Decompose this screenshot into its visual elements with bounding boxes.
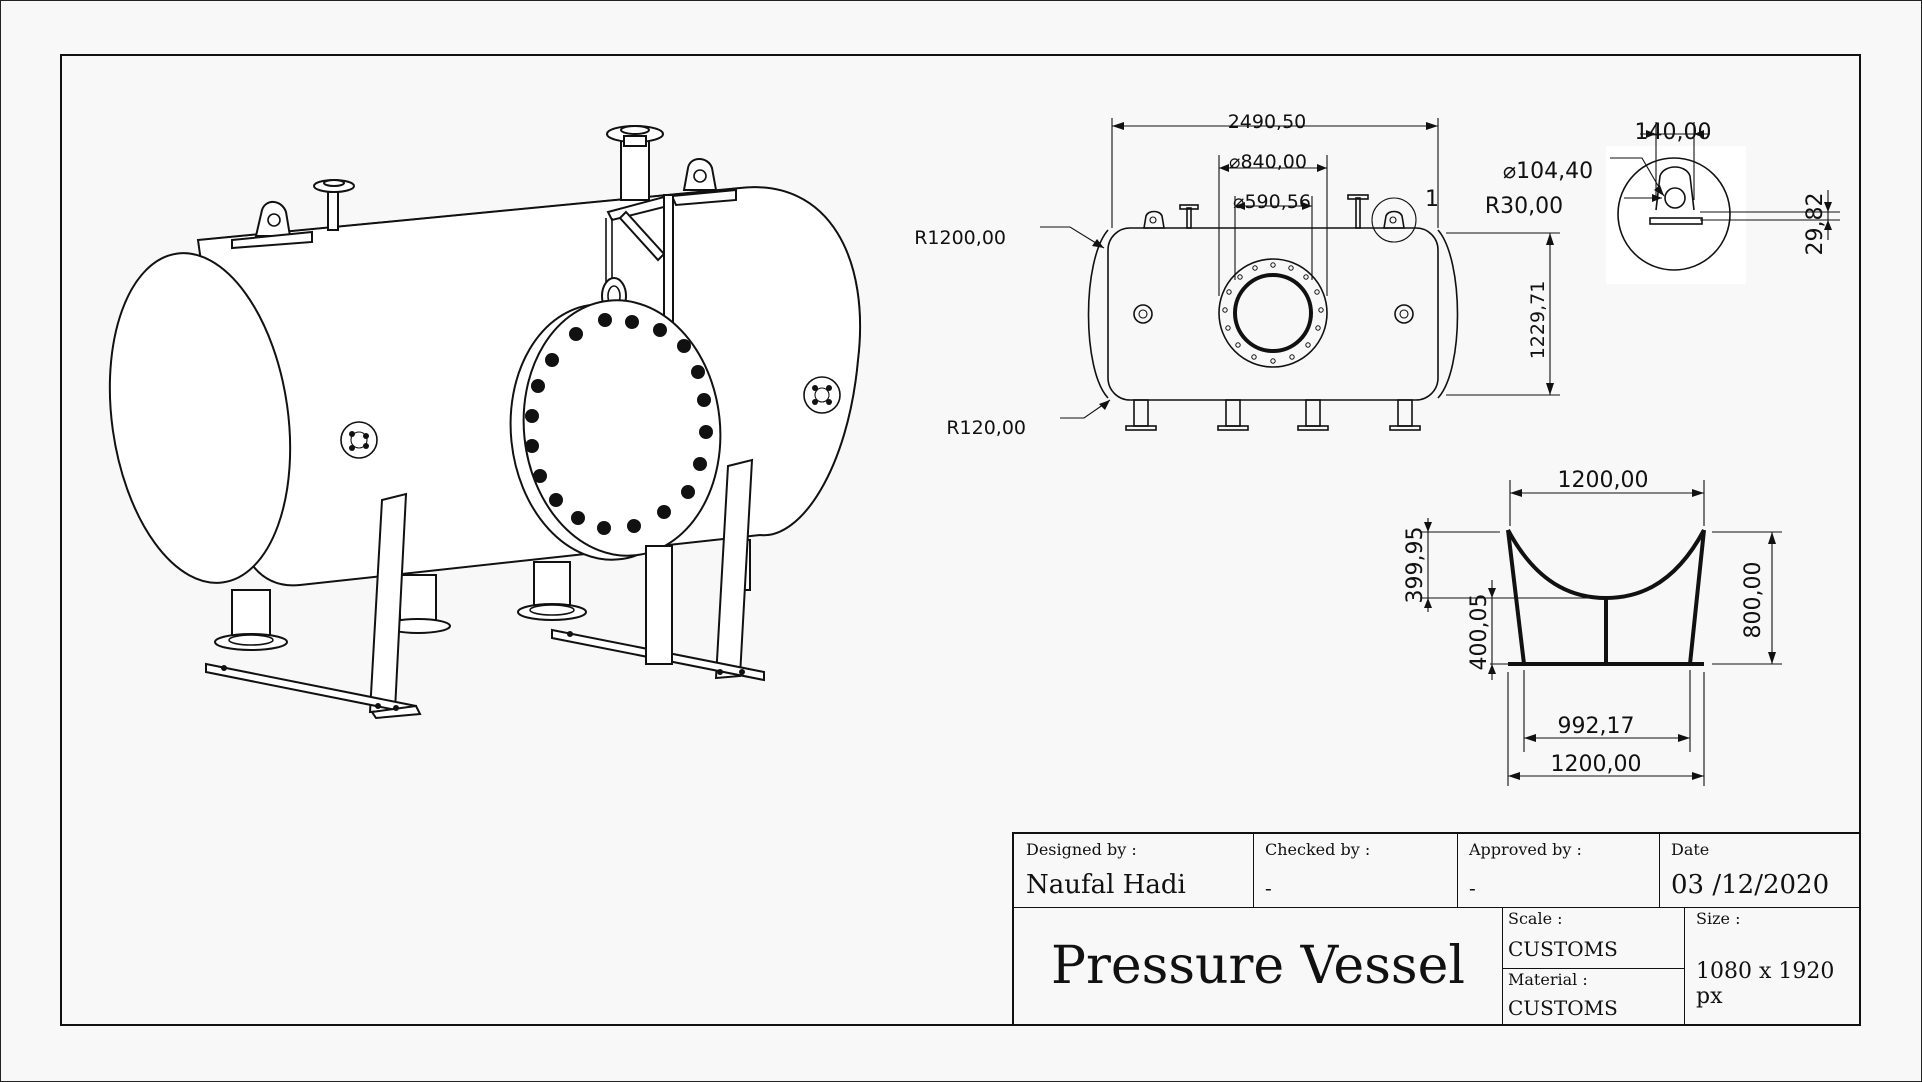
size-label: Size : xyxy=(1696,909,1741,928)
title-block-divider xyxy=(1014,907,1859,908)
approved-by-cell: Approved by : - xyxy=(1457,834,1659,907)
designed-by-label: Designed by : xyxy=(1026,840,1137,859)
title-block-divider-v1 xyxy=(1253,834,1254,907)
designed-by-cell: Designed by : Naufal Hadi xyxy=(1014,834,1253,907)
size-value: 1080 x 1920 px xyxy=(1696,959,1835,1009)
material-value: CUSTOMS xyxy=(1508,996,1618,1020)
dim-saddle-base-height: 400,05 xyxy=(1467,594,1492,671)
drawing-frame xyxy=(60,54,1861,1026)
drawing-title: Pressure Vessel xyxy=(1051,935,1465,996)
designed-by-value: Naufal Hadi xyxy=(1026,870,1186,900)
date-value: 03 /12/2020 xyxy=(1671,870,1830,900)
isometric-view xyxy=(108,125,862,720)
dim-detail-radius: R30,00 xyxy=(1485,194,1563,219)
dim-saddle-depth: 399,95 xyxy=(1403,527,1428,604)
date-cell: Date 03 /12/2020 xyxy=(1659,834,1859,907)
title-block: Designed by : Naufal Hadi Checked by : -… xyxy=(1012,832,1861,1026)
manway-bolts xyxy=(525,313,713,535)
drawing-title-cell: Pressure Vessel xyxy=(1014,907,1502,1024)
dim-front-length: 2490,50 xyxy=(1228,111,1307,133)
title-block-divider-v5 xyxy=(1684,907,1685,1024)
material-cell: Material : CUSTOMS xyxy=(1502,968,1684,1024)
size-cell: Size : 1080 x 1920 px xyxy=(1684,907,1859,1024)
detail-marker: 1 xyxy=(1425,187,1439,212)
dim-detail-thickness: 29,82 xyxy=(1803,193,1828,256)
dim-saddle-inner-width: 992,17 xyxy=(1558,714,1635,739)
scale-cell: Scale : CUSTOMS xyxy=(1502,907,1684,968)
title-block-divider-v3 xyxy=(1659,834,1660,907)
dim-manway-inner-dia: ⌀590,56 xyxy=(1233,191,1311,213)
checked-by-value: - xyxy=(1265,876,1272,900)
front-view: 2490,50 ⌀840,00 ⌀590,56 1 R1200,00 R120,… xyxy=(914,111,1560,439)
title-block-divider-v2 xyxy=(1457,834,1458,907)
approved-by-label: Approved by : xyxy=(1469,840,1582,859)
dim-saddle-base-width: 1200,00 xyxy=(1551,752,1642,777)
scale-label: Scale : xyxy=(1508,909,1563,928)
title-block-divider-h2 xyxy=(1502,968,1684,969)
dim-saddle-height: 800,00 xyxy=(1741,562,1766,639)
approved-by-value: - xyxy=(1469,876,1476,900)
checked-by-cell: Checked by : - xyxy=(1253,834,1457,907)
dim-detail-hole-dia: ⌀104,40 xyxy=(1503,159,1593,184)
dim-manway-outer-dia: ⌀840,00 xyxy=(1229,151,1307,173)
detail-view: 140,00 ⌀104,40 R30,00 29,82 xyxy=(1485,120,1840,284)
dim-head-radius: R1200,00 xyxy=(914,227,1006,249)
date-label: Date xyxy=(1671,840,1710,859)
dim-height: 1229,71 xyxy=(1527,281,1549,360)
title-block-divider-v4 xyxy=(1502,907,1503,1024)
front-manway-bolts xyxy=(1222,262,1324,364)
dim-detail-width: 140,00 xyxy=(1635,120,1712,145)
saddle-view: 1200,00 399,95 400,05 800,00 992,17 1200… xyxy=(1403,468,1782,786)
dim-saddle-top-width: 1200,00 xyxy=(1558,468,1649,493)
material-label: Material : xyxy=(1508,970,1588,989)
dim-knuckle-radius: R120,00 xyxy=(946,417,1026,439)
checked-by-label: Checked by : xyxy=(1265,840,1371,859)
scale-value: CUSTOMS xyxy=(1508,937,1618,961)
